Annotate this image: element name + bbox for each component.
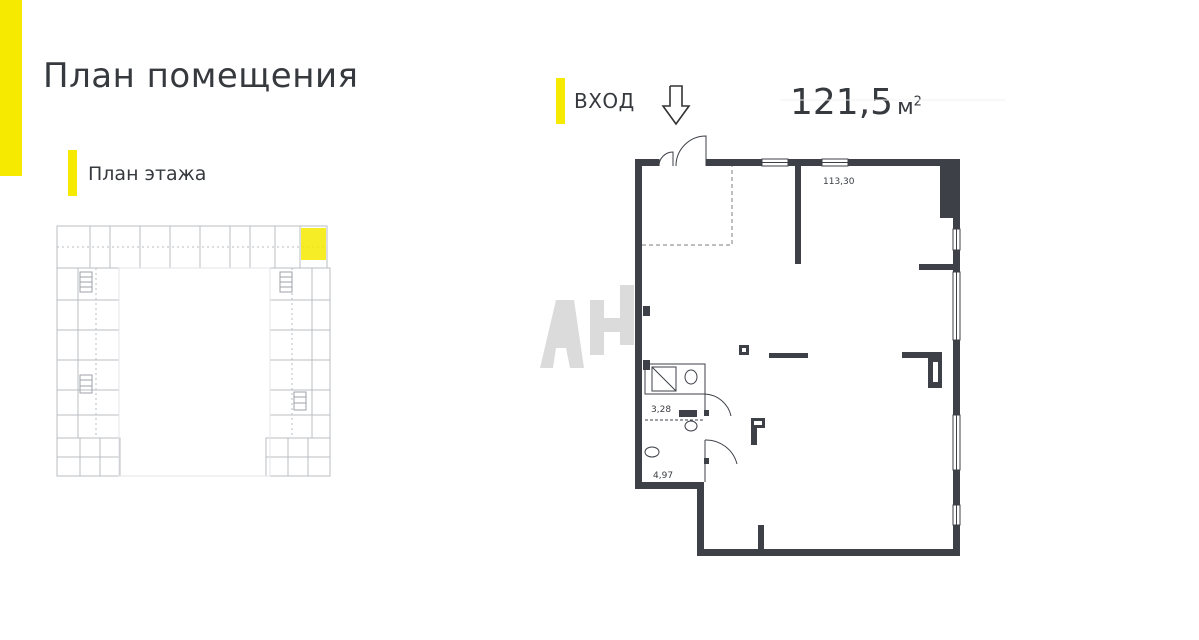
bathroom-1-area: 3,28 [651,405,671,415]
highlighted-unit [301,228,326,260]
watermark-logo [540,285,634,368]
entrance-marker [556,78,565,124]
floor-overview-plan [56,225,331,477]
area-number: 121,5 [790,82,894,123]
unit-floor-plan: 113,30 3,28 4,97 [635,135,961,556]
entrance-label: ВХОД [574,89,635,113]
area-unit: м2 [897,94,922,120]
accent-bar [0,0,22,176]
floor-plan-marker [68,150,77,196]
main-hall-area: 113,30 [823,177,855,187]
entrance-arrow-icon [661,85,691,126]
floor-overview-stairs [79,271,307,411]
bathroom-2-area: 4,97 [653,471,673,481]
page-title: План помещения [43,56,359,96]
floor-plan-label: План этажа [88,163,207,185]
